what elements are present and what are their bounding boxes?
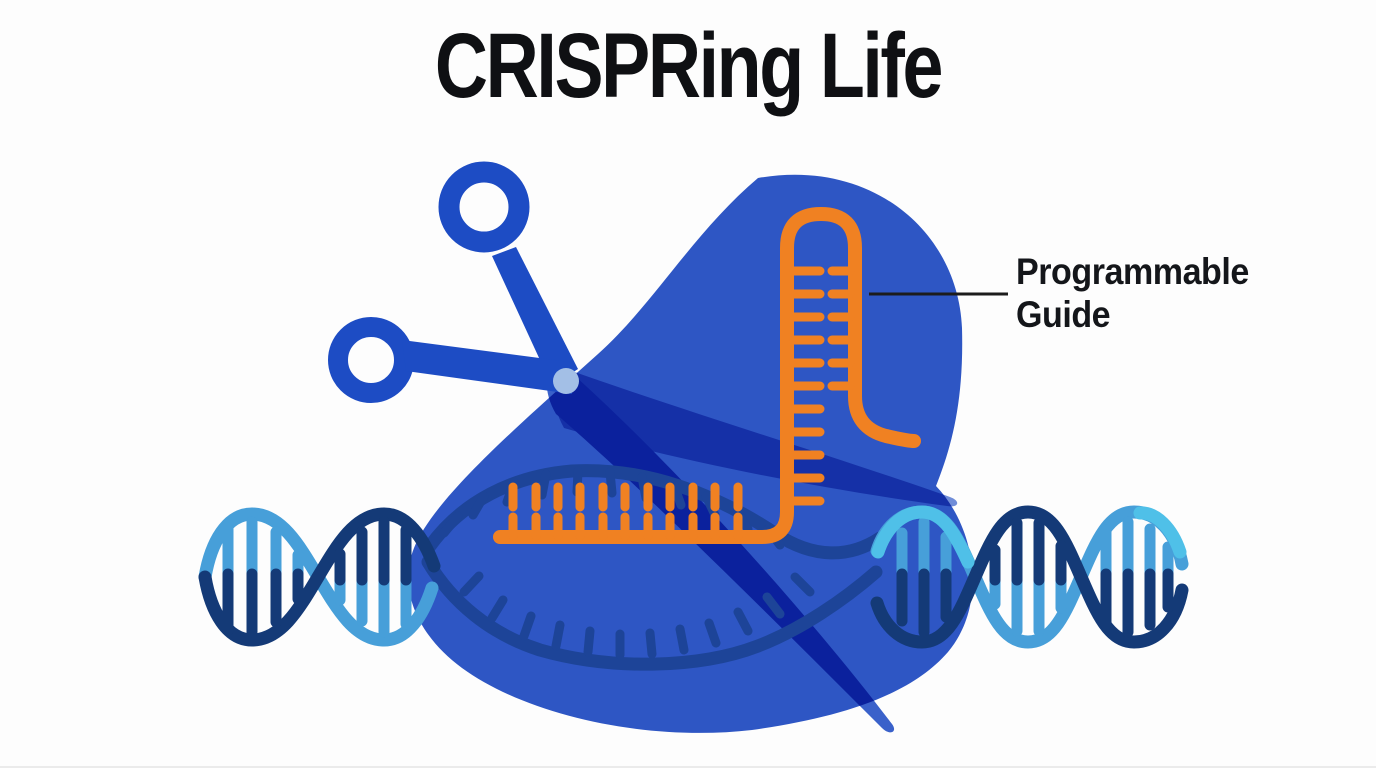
dna-right-dark-strand bbox=[870, 505, 1189, 649]
target-dna-lower-strand bbox=[421, 555, 883, 671]
guide-rna-hairpin-ticks-left bbox=[789, 266, 825, 506]
guide-rna-backbone bbox=[493, 206, 921, 544]
bottom-edge-divider bbox=[0, 766, 1376, 768]
target-dna-unwound bbox=[421, 464, 887, 671]
scissors-arm-lower bbox=[402, 340, 572, 394]
scissors-blade-upper-icon bbox=[553, 366, 958, 507]
dna-left-rung-tops-light bbox=[222, 516, 304, 586]
scissors-arm-upper bbox=[492, 247, 578, 386]
guide-label-line2: Guide bbox=[1016, 293, 1111, 335]
guide-rna-pairing-rungs-lower bbox=[508, 512, 743, 541]
dna-right-cyan-accents bbox=[871, 505, 1187, 569]
dna-right-rung-tops-dark-b bbox=[989, 517, 1067, 586]
dna-left-rung-bottoms-dark bbox=[222, 568, 304, 638]
dna-helix-right-icon bbox=[870, 505, 1189, 649]
dna-right-rung-tops-light-c bbox=[1100, 516, 1174, 586]
guide-rna-hairpin-ticks-right bbox=[827, 266, 855, 391]
scissors-handle-lower bbox=[328, 317, 414, 403]
dna-right-rung-bottoms-light-b bbox=[989, 568, 1067, 637]
dna-right-rung-bottoms-dark-a bbox=[896, 568, 952, 638]
dna-right-rung-bottoms-dark-c bbox=[1100, 568, 1174, 638]
dna-right-cyan-start bbox=[871, 505, 975, 569]
guide-rna-pairing-rungs-upper bbox=[508, 482, 743, 512]
scissors-blade-lower-icon bbox=[546, 356, 895, 733]
scissors-icon bbox=[328, 161, 579, 403]
dna-right-cyan-end bbox=[1133, 506, 1187, 559]
dna-left-dark-strand-group bbox=[198, 507, 441, 647]
guide-label-line1: Programmable bbox=[1016, 251, 1249, 292]
dna-left-rung-tops-dark bbox=[334, 516, 412, 586]
dna-right-dark-strand-group bbox=[870, 505, 1189, 649]
scissors-blades bbox=[546, 356, 958, 733]
scissors-handle-upper bbox=[438, 161, 530, 253]
dna-left-dark-strand bbox=[198, 507, 441, 647]
programmable-guide-label: Programmable Guide bbox=[1016, 251, 1249, 336]
guide-rna-icon bbox=[493, 206, 921, 544]
target-dna-lower-ticks bbox=[459, 571, 815, 660]
page-title: CRISPRing Life bbox=[434, 15, 944, 117]
scissors-pivot-dot bbox=[553, 368, 579, 394]
dna-left-rung-bottoms-light bbox=[334, 568, 412, 638]
dna-helix-left-icon bbox=[198, 507, 441, 647]
